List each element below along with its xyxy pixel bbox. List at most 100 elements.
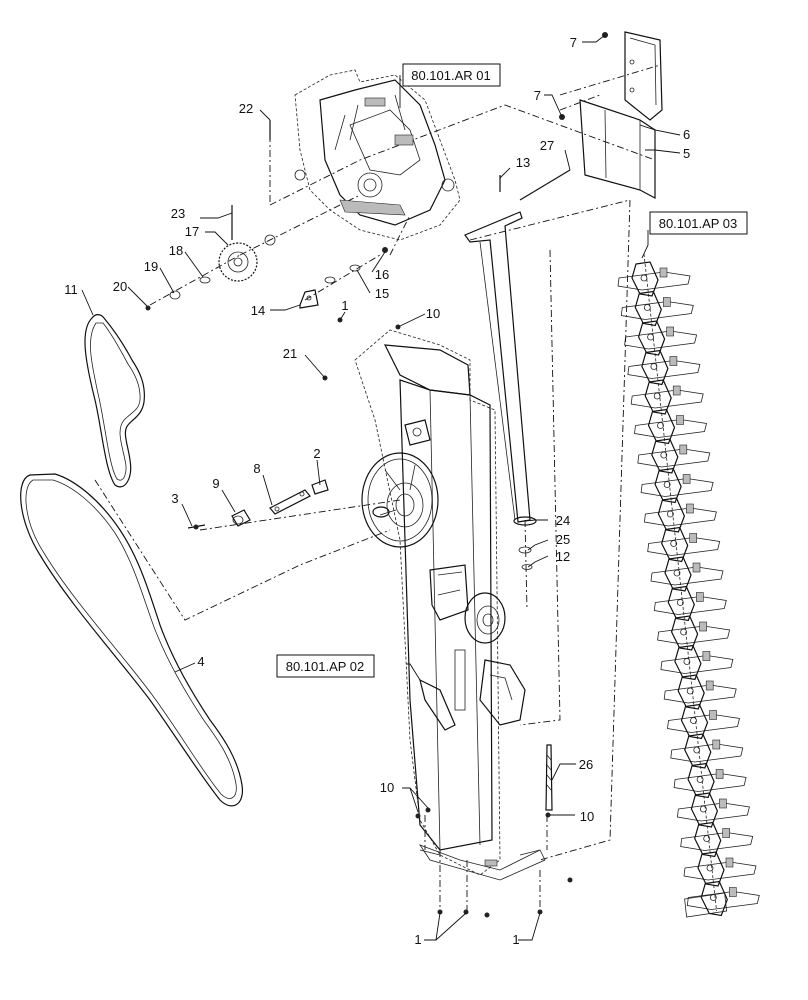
callout-10c[interactable]: 10 [580,809,594,824]
large-pulley [361,452,439,548]
ref-ap02[interactable]: 80.101.AP 02 [286,659,365,674]
callout-26[interactable]: 26 [579,757,593,772]
knife-rivet [683,658,691,665]
knife-section [680,703,709,740]
main-housing [354,329,546,881]
knife-section [694,821,722,858]
knife-rivet [703,835,711,842]
knife-section [641,349,669,386]
knife-section [684,733,712,769]
callout-7a[interactable]: 7 [570,35,577,50]
callout-18[interactable]: 18 [169,243,183,258]
knife-section [674,644,702,681]
callout-4[interactable]: 4 [197,654,204,669]
callout-15[interactable]: 15 [375,286,389,301]
knife-section [667,585,695,622]
knife-section [654,467,682,504]
knife-bar-spine [643,253,717,912]
callout-13[interactable]: 13 [516,155,530,170]
callout-3[interactable]: 3 [171,491,178,506]
knife-clip [692,562,701,573]
knife-clip [676,415,684,425]
knife-section [634,290,662,327]
knife-section [687,762,715,799]
knife-rivet [706,864,714,872]
callout-11[interactable]: 11 [64,282,78,297]
knife-section [700,880,728,917]
callout-12[interactable]: 12 [556,549,570,564]
ref-box-ap03 [649,211,748,235]
knife-section [661,526,689,563]
knife-rivet [670,540,678,547]
knife-rivet [653,392,661,400]
pitman-arm [464,211,537,570]
knife-rivet [690,717,697,724]
callout-1c[interactable]: 1 [512,932,519,947]
callout-numbers: 7 7 6 5 27 13 22 23 17 18 19 20 11 16 15… [64,35,690,947]
knife-guard-plate [686,891,760,910]
knife-guard-plate [660,655,734,674]
knife-section [631,261,659,297]
knife-guard-plate [640,478,714,497]
callout-22[interactable]: 22 [239,101,253,116]
knife-rivet [660,451,668,459]
knife-clip [686,503,694,514]
knife-rivet [663,481,671,488]
knife-rivet [640,274,648,282]
knife-rivet [680,628,687,636]
knife-section [637,320,666,356]
callout-21[interactable]: 21 [283,346,297,361]
callout-7b[interactable]: 7 [534,88,541,103]
callout-8[interactable]: 8 [253,461,260,476]
knife-clip [662,297,671,307]
callout-24[interactable]: 24 [556,513,570,528]
knife-guard-plate [630,389,704,409]
knife-guard-plate [657,625,731,645]
knife-guard-plate [650,566,724,586]
callout-5[interactable]: 5 [683,146,690,161]
callout-16[interactable]: 16 [375,267,389,282]
knife-rivet [643,304,651,311]
ref-ap03[interactable]: 80.101.AP 03 [659,216,738,231]
callout-25[interactable]: 25 [556,532,570,547]
drive-belt [20,473,244,807]
callout-27[interactable]: 27 [540,138,554,153]
knife-rivet [696,776,704,783]
ref-ar01[interactable]: 80.101.AR 01 [411,68,491,83]
knife-clip [672,385,681,396]
knife-clip [689,533,698,543]
knife-clip [659,267,668,278]
lower-gear-assembly [404,419,526,731]
callout-6[interactable]: 6 [683,127,690,142]
knife-guard-plate [663,684,737,704]
callout-23[interactable]: 23 [171,206,185,221]
callout-1a[interactable]: 1 [341,298,348,313]
knife-bar-end-plate [684,892,728,918]
callout-19[interactable]: 19 [144,259,158,274]
knife-rivet [650,363,658,370]
callout-10b[interactable]: 10 [380,780,394,795]
callout-9[interactable]: 9 [212,476,219,491]
knife-section [657,497,686,533]
callout-14[interactable]: 14 [251,303,265,318]
knife-section [651,438,679,474]
knife-guard-plate [653,596,727,615]
knife-clip [705,680,714,691]
callout-10a[interactable]: 10 [426,306,440,321]
knife-guard-plate [667,714,740,733]
knife-clip [699,621,707,632]
callout-17[interactable]: 17 [185,224,199,239]
reference-labels: 80.101.AR 01 80.101.AP 03 80.101.AP 02 [276,63,748,678]
knife-clip [725,857,734,868]
leader-lines [81,34,681,941]
knife-rivet [700,805,707,813]
knife-guard-plate [637,448,711,468]
knife-rivet [693,746,701,754]
shield-plates [579,31,663,199]
callout-20[interactable]: 20 [113,279,127,294]
knife-rivet [686,687,694,695]
callout-2[interactable]: 2 [313,446,320,461]
callout-1b[interactable]: 1 [414,932,421,947]
knife-guard-plate [683,861,757,881]
knife-section [690,792,719,828]
